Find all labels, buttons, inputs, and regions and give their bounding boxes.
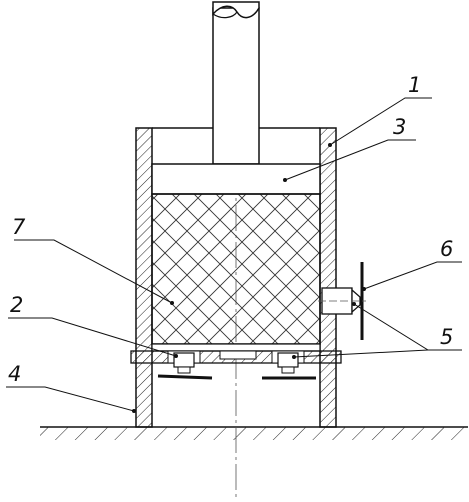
piston-plate bbox=[151, 163, 321, 195]
sensor-left bbox=[157, 352, 213, 380]
leader-dots bbox=[132, 143, 366, 413]
ground-base bbox=[40, 426, 468, 440]
callout-3: 3 bbox=[393, 115, 406, 139]
side-port-sensor bbox=[318, 262, 366, 340]
specimen bbox=[151, 193, 321, 345]
callout-6: 6 bbox=[440, 237, 453, 261]
cylinder-wall-right bbox=[319, 127, 337, 428]
callout-7: 7 bbox=[12, 215, 26, 239]
callout-5: 5 bbox=[440, 325, 453, 349]
callout-4: 4 bbox=[8, 362, 21, 386]
plunger-rod bbox=[212, 1, 260, 165]
bottom-plate bbox=[130, 343, 342, 364]
sensor-right bbox=[262, 352, 316, 380]
callout-1: 1 bbox=[408, 73, 421, 97]
leader-lines bbox=[6, 97, 462, 412]
callout-2: 2 bbox=[10, 293, 23, 317]
cylinder-wall-left bbox=[135, 127, 153, 428]
